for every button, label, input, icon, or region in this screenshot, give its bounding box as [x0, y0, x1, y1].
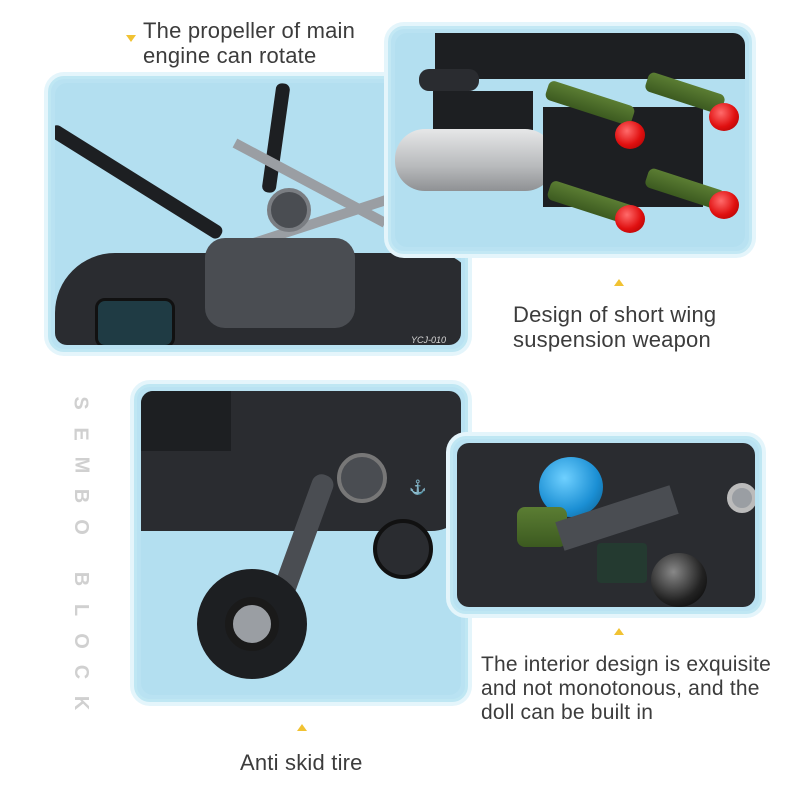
- caption-rotor: The propeller of main engine can rotate: [143, 18, 355, 68]
- caption-interior-line2: and not monotonous, and the: [481, 677, 760, 700]
- rotor-mount: [727, 483, 755, 513]
- brand-letter: E: [70, 427, 92, 441]
- brand-letter: O: [70, 633, 92, 649]
- brand-letter: M: [69, 456, 92, 474]
- caption-interior: The interior design is exquisite and not…: [481, 653, 771, 725]
- wheel-hub: [225, 597, 279, 651]
- caption-marker-icon: [126, 35, 136, 42]
- helicopter-wing: [355, 288, 461, 328]
- missile-warhead: [615, 121, 645, 149]
- rotor-blade: [261, 83, 291, 194]
- brand-letter: O: [70, 519, 92, 535]
- caption-wing-line2: suspension weapon: [513, 327, 711, 352]
- landing-gear-image: ⚓: [141, 391, 461, 695]
- brand-letter: L: [70, 603, 92, 617]
- brand-letter: C: [69, 664, 92, 680]
- caption-rotor-line1: The propeller of main: [143, 18, 356, 43]
- brand-letter: B: [69, 488, 92, 504]
- caption-interior-line3: doll can be built in: [481, 701, 654, 724]
- panel-wing-weapons: [388, 26, 752, 254]
- gear-joint: [337, 453, 387, 503]
- caption-wing-line1: Design of short wing: [513, 302, 717, 327]
- brand-vertical-text: S E M B O B L O C K: [66, 392, 96, 714]
- caption-marker-icon: [614, 628, 624, 635]
- caption-rotor-line2: engine can rotate: [143, 43, 317, 68]
- helicopter-engine: [205, 238, 355, 328]
- rear-wheel: [373, 519, 433, 579]
- cockpit-window: [95, 298, 175, 345]
- caption-tire: Anti skid tire: [240, 750, 363, 775]
- caption-marker-icon: [297, 724, 307, 731]
- brand-letter: B: [69, 571, 92, 587]
- missile-warhead: [709, 191, 739, 219]
- weapons-image: [395, 33, 745, 247]
- pilot-helmet-black: [651, 553, 707, 607]
- rotor-image: YCJ-010: [55, 83, 461, 345]
- panel-landing-gear: ⚓: [134, 384, 468, 702]
- fuselage-panel: [141, 391, 231, 451]
- fuel-pod: [395, 129, 555, 191]
- caption-interior-line1: The interior design is exquisite: [481, 653, 772, 676]
- rotor-hub: [267, 188, 311, 232]
- instrument-panel: [597, 543, 647, 583]
- caption-tire-line1: Anti skid tire: [240, 750, 363, 775]
- panel-cockpit: [450, 436, 762, 614]
- brand-letter: K: [69, 695, 92, 711]
- wing-top: [435, 33, 745, 79]
- tail-number: YCJ-010: [411, 335, 447, 345]
- caption-marker-icon: [614, 279, 624, 286]
- anchor-icon: ⚓: [409, 479, 427, 495]
- rotor-blade: [55, 123, 225, 241]
- cockpit-image: [457, 443, 755, 607]
- caption-wing: Design of short wing suspension weapon: [513, 302, 716, 352]
- missile-warhead: [709, 103, 739, 131]
- brand-letter: S: [70, 396, 92, 410]
- gun-barrel: [419, 69, 479, 91]
- missile-warhead: [615, 205, 645, 233]
